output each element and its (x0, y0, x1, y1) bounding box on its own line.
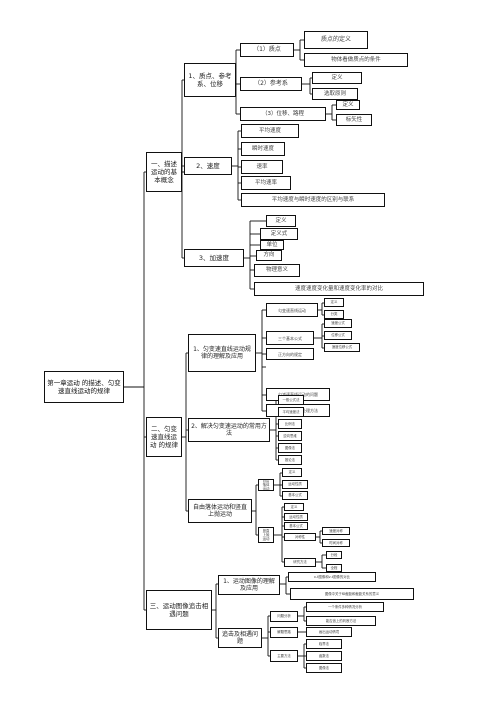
leaf-draw-scenario-node: 画出运动情境 (306, 627, 352, 637)
leaf-acceleration-meaning-node: 物理意义 (254, 264, 300, 277)
leaf-time-symmetry-node: 时间对称 (322, 539, 350, 547)
leaf-throw-nature-node: 运动性质 (284, 513, 308, 521)
leaf-velocity-displacement-formula-node: 速度位移公式 (324, 343, 360, 352)
leaf-acceleration-definition-node: 定义 (266, 215, 296, 227)
topic-common-methods-node: 2、解决匀变速运动的常用方法 (188, 418, 270, 442)
leaf-reference-definition-node: 定义 (312, 72, 362, 84)
leaf-displacement-vector-node: 标矢性 (336, 114, 372, 126)
leaf-acceleration-unit-node: 单位 (260, 240, 284, 250)
leaf-segment-method-node: 分段 (326, 551, 342, 559)
leaf-velocity-comparison-node: 平均速度与瞬时速度的区别与联系 (241, 193, 385, 207)
leaf-acceleration-comparison-node: 速度速度变化量和速度变化率的对比 (254, 282, 424, 296)
subtopic-main-methods-node: 主要方法 (270, 650, 298, 662)
leaf-displacement-definition-node: 定义 (336, 100, 360, 110)
leaf-uniform-classification-node: 分类 (324, 310, 344, 319)
leaf-function-method-node: 函数法 (306, 651, 342, 661)
topic-motion-graphs-node: 1、运动图像的理解及应用 (218, 575, 280, 595)
leaf-reverse-thinking-node: 逆向思维 (278, 431, 302, 441)
leaf-velocity-symmetry-node: 速度对称 (322, 527, 350, 535)
branch-uniform-acceleration-node: 二、匀变速直线运动 的规律 (146, 417, 182, 457)
leaf-particle-definition-node: 质点的定义 (304, 31, 368, 49)
leaf-velocity-formula-node: 速度公式 (324, 319, 352, 328)
leaf-whole-process-node: 全程 (326, 564, 342, 572)
branch-motion-graphs-node: 三、运动图像追击相遇问题 (146, 590, 212, 630)
leaf-intercept-meaning-node: 图像中关于纵截距和截距关系的意义 (290, 588, 414, 600)
leaf-uniform-definition-node: 定义 (324, 298, 344, 307)
leaf-throw-definition-node: 定义 (284, 503, 304, 511)
leaf-catch-up-judgment-node: 能否追上的判断方法 (306, 616, 376, 626)
subtopic-vertical-throw-node: 竖直上抛运动 (258, 527, 274, 543)
leaf-acceleration-direction-node: 方向 (256, 250, 282, 261)
branch-basic-concepts-node: 一、描述运动的基本概念 (146, 152, 182, 192)
leaf-xt-vt-comparison-node: x-t图像和v-t图像的对比 (288, 572, 376, 582)
subtopic-particle-node: （1）质点 (240, 43, 294, 57)
leaf-three-formulas-node: 三个基本公式 (266, 331, 314, 345)
leaf-average-speed-node: 平均速率 (241, 176, 291, 190)
leaf-graph-method-node: 图像法 (278, 443, 302, 453)
leaf-acceleration-formula-node: 定义式 (260, 228, 298, 240)
leaf-speed-node: 速率 (241, 160, 283, 174)
leaf-displacement-formula-node: 位移公式 (324, 331, 352, 340)
leaf-positive-direction-node: 正方向的规定 (266, 348, 314, 360)
topic-velocity-node: 2、速度 (184, 157, 232, 175)
leaf-average-velocity-node: 平均速度 (241, 124, 299, 138)
subtopic-problem-analysis-node: 问题分析 (270, 611, 298, 622)
topic-particle-reference-displacement-node: 1、质点、参考系、位移 (184, 63, 236, 97)
subtopic-reference-frame-node: （2）参考系 (240, 77, 302, 91)
subtopic-solution-approach-node: 解题思路 (270, 627, 298, 638)
topic-acceleration-node: 3、加速度 (184, 249, 244, 267)
leaf-uniform-motion-node: 匀变速直线运动 (266, 303, 318, 317)
leaf-general-formula-method-node: 一般公式法 (278, 395, 304, 405)
subtopic-free-fall-motion-node: 自由落体运动 (258, 479, 274, 491)
topic-uniform-acceleration-laws-node: 1、匀变速直线运动规律的理解及应用 (188, 334, 256, 372)
leaf-throw-formula-node: 基本公式 (284, 522, 308, 530)
leaf-conditions-analysis-node: 一个条件多种情况分析 (306, 602, 384, 612)
leaf-inference-method-node: 推论法 (278, 455, 302, 465)
leaf-reference-selection-node: 选取原则 (312, 88, 358, 100)
leaf-critical-method-node: 临界法 (306, 639, 342, 649)
leaf-free-fall-nature-node: 运动性质 (282, 480, 308, 489)
leaf-free-fall-formula-node: 基本公式 (282, 491, 308, 500)
leaf-research-method-node: 研究方法 (284, 558, 316, 567)
leaf-symmetry-node: 对称性 (284, 533, 316, 541)
leaf-graph-solution-method-node: 图像法 (306, 663, 342, 673)
topic-free-fall-node: 自由落体运动和竖直上抛运动 (188, 499, 252, 523)
leaf-instant-velocity-node: 瞬时速度 (241, 142, 285, 156)
leaf-ratio-method-node: 比例法 (278, 419, 302, 429)
subtopic-displacement-path-node: （3）位移、路程 (240, 107, 326, 121)
leaf-average-velocity-method-node: 平均速度法 (278, 407, 304, 417)
root-topic-node: 第一章运动 的描述、匀变速直线运动的规律 (44, 371, 124, 403)
leaf-free-fall-definition-node: 定义 (282, 468, 302, 477)
topic-pursuit-meeting-node: 追击及相遇问题 (218, 628, 262, 648)
leaf-particle-condition-node: 物体看做质点的条件 (304, 53, 408, 67)
